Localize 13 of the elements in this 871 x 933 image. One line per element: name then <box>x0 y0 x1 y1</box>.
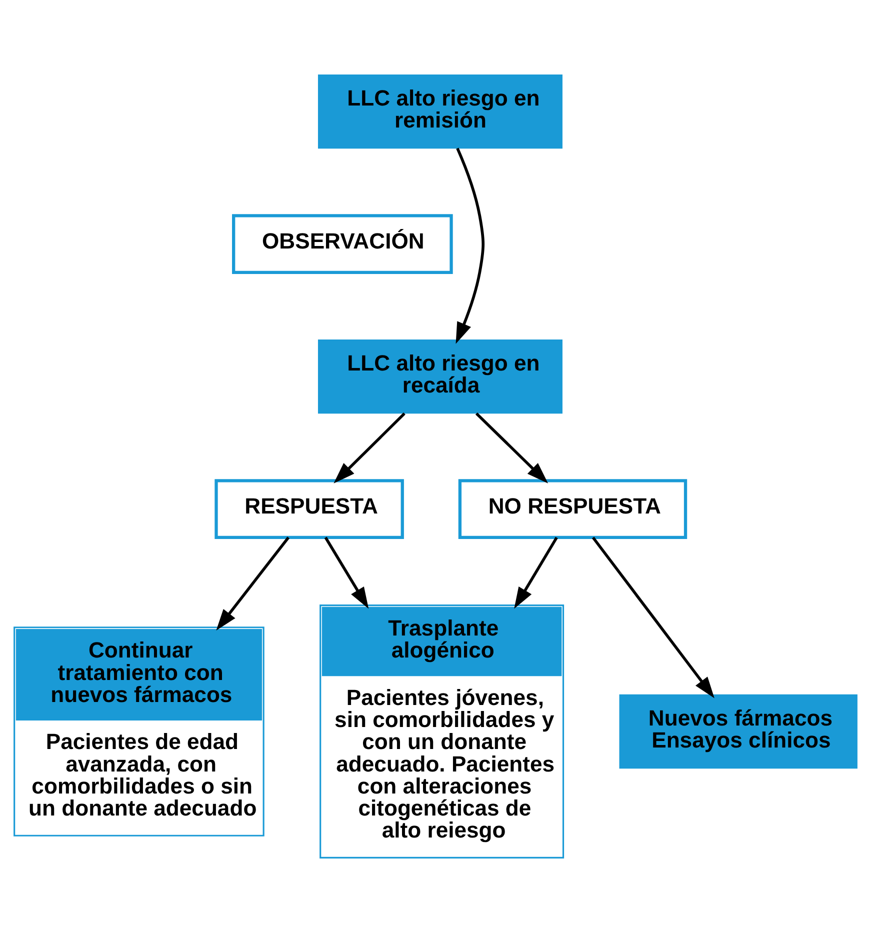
arrow <box>216 536 290 631</box>
node-box: NO RESPUESTA <box>458 479 688 540</box>
arrow <box>334 412 406 484</box>
node-box: OBSERVACIÓN <box>232 214 453 274</box>
node-box: LLC alto riesgo en recaída <box>318 340 562 414</box>
arrow <box>456 148 485 344</box>
node-box: LLC alto riesgo en remisión <box>318 74 562 149</box>
node-box: RESPUESTA <box>214 479 404 540</box>
arrow <box>592 536 714 698</box>
node-box: Nuevos fármacos Ensayos clínicos <box>619 694 858 769</box>
arrow <box>514 536 558 609</box>
arrow <box>324 536 369 609</box>
arrow <box>475 412 548 484</box>
